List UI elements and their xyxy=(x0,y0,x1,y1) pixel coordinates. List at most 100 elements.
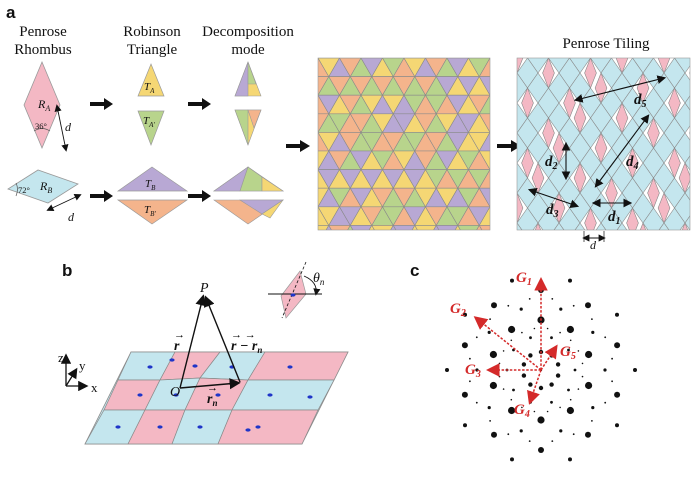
decomp-tile xyxy=(275,39,297,58)
decomp-tile xyxy=(489,131,490,133)
diffraction-spot xyxy=(461,342,468,349)
diffraction-spot xyxy=(604,336,607,339)
panel-b-tiling xyxy=(84,351,349,445)
decomp-tile xyxy=(533,244,555,263)
penrose-rhombus-thin xyxy=(501,118,513,148)
d5-label: d5 xyxy=(634,92,647,110)
decomp-tile xyxy=(328,225,351,230)
decomp-tile xyxy=(318,132,319,134)
diffraction-spot xyxy=(498,362,501,365)
site-dot xyxy=(255,425,261,429)
diffraction-spot xyxy=(551,440,554,442)
diffraction-spot xyxy=(469,380,471,383)
g2-arrow xyxy=(473,316,542,371)
vector-r-arrow-glyph: → xyxy=(174,329,185,341)
penrose-rhombus-thin xyxy=(689,71,690,75)
diffraction-spot xyxy=(538,385,544,391)
tb2-label: TB' xyxy=(144,204,156,218)
rhombus-ra-shape xyxy=(23,60,61,150)
diffraction-spot xyxy=(489,318,491,320)
decomp-tile xyxy=(382,58,383,59)
diffraction-spot xyxy=(533,327,536,330)
diffraction-spot xyxy=(585,431,591,438)
decomp-tile xyxy=(565,244,587,263)
decomp-tile xyxy=(318,58,319,59)
vector-r-minus-label: r − rn xyxy=(231,339,262,355)
g5-label: G5 xyxy=(560,344,576,362)
diffraction-spot xyxy=(603,368,607,372)
decomp-tile xyxy=(286,58,308,77)
decomp-tile xyxy=(489,206,490,208)
header-rhombus: Penrose Rhombus xyxy=(14,24,72,58)
decomp-tile xyxy=(350,244,372,263)
angle-36-arc xyxy=(33,128,51,132)
header-decomposition-line2: mode xyxy=(231,42,265,58)
diffraction-spot xyxy=(567,388,570,392)
decomp-tile xyxy=(424,58,448,59)
decomp-tile xyxy=(403,58,427,59)
diffraction-spot xyxy=(507,304,510,307)
diffraction-spot xyxy=(568,278,572,283)
decomp-tile xyxy=(403,58,405,59)
penrose-rhombus-fat xyxy=(696,223,700,253)
diffraction-spot xyxy=(577,388,580,390)
decomp-piece xyxy=(247,61,257,85)
penrose-rhombus-fat xyxy=(517,207,539,230)
triangle-ta2: TA' xyxy=(137,110,165,146)
diffraction-spot xyxy=(461,391,468,398)
diffraction-spot xyxy=(567,348,570,352)
decomp-piece xyxy=(234,109,249,146)
decomp-tile xyxy=(478,113,490,133)
penrose-rhombus-thin xyxy=(490,43,502,73)
penrose-rhombus-fat xyxy=(658,222,670,230)
diffraction-spot xyxy=(615,312,619,317)
penrose-rhombus-fat xyxy=(517,102,518,104)
penrose-rhombus-thin xyxy=(690,28,700,58)
vector-rn xyxy=(179,378,241,390)
diffraction-spot xyxy=(519,307,523,311)
decomp-tile xyxy=(404,244,426,263)
diffraction-spot xyxy=(489,420,491,422)
penrose-rhombus-fat xyxy=(595,222,607,230)
decomp-tile xyxy=(501,244,523,263)
decomp-tile xyxy=(454,224,461,230)
decomp-tile xyxy=(286,188,308,207)
diffraction-spot xyxy=(559,406,561,409)
diffraction-spot xyxy=(538,447,544,453)
diffraction-spot xyxy=(585,350,593,359)
penrose-rhombus-fat xyxy=(684,95,690,111)
diffraction-spot xyxy=(502,350,505,352)
decomp-tile xyxy=(318,58,319,59)
arrow-decomp-to-tiling xyxy=(286,140,310,152)
diffraction-spot xyxy=(559,307,563,311)
site-dot xyxy=(115,425,121,429)
arrow-triangle-to-decomp xyxy=(188,98,211,110)
decomp-tile xyxy=(318,244,340,263)
decomp-tile xyxy=(522,244,544,263)
decomp-tile xyxy=(286,151,308,170)
triangle-tb-shape xyxy=(116,166,189,192)
d1-label: d1 xyxy=(608,209,621,227)
diffraction-spot xyxy=(529,336,532,340)
diffraction-spot xyxy=(475,401,478,404)
arrow-rhombus-to-triangle-2 xyxy=(90,190,113,202)
axis-z-label: z xyxy=(58,350,64,365)
site-dot xyxy=(137,393,143,397)
decomp-tile xyxy=(478,58,490,77)
d4-arrow xyxy=(594,114,650,188)
diffraction-spot xyxy=(491,302,497,309)
ra-label: RA xyxy=(37,97,50,113)
penrose-rhombus-thin xyxy=(584,207,597,230)
decomp-tile xyxy=(307,244,329,263)
site-dot xyxy=(245,428,251,432)
site-dot xyxy=(197,425,203,429)
penrose-rhombus-fat xyxy=(674,58,675,59)
decomp-tile xyxy=(447,244,469,263)
decomp-tile xyxy=(275,170,297,189)
diffraction-spot xyxy=(508,325,516,334)
decomp-tile xyxy=(411,224,418,230)
tb-label: TB xyxy=(145,178,156,192)
decomp-tile xyxy=(478,206,490,226)
d-label-ra: d xyxy=(65,120,72,134)
